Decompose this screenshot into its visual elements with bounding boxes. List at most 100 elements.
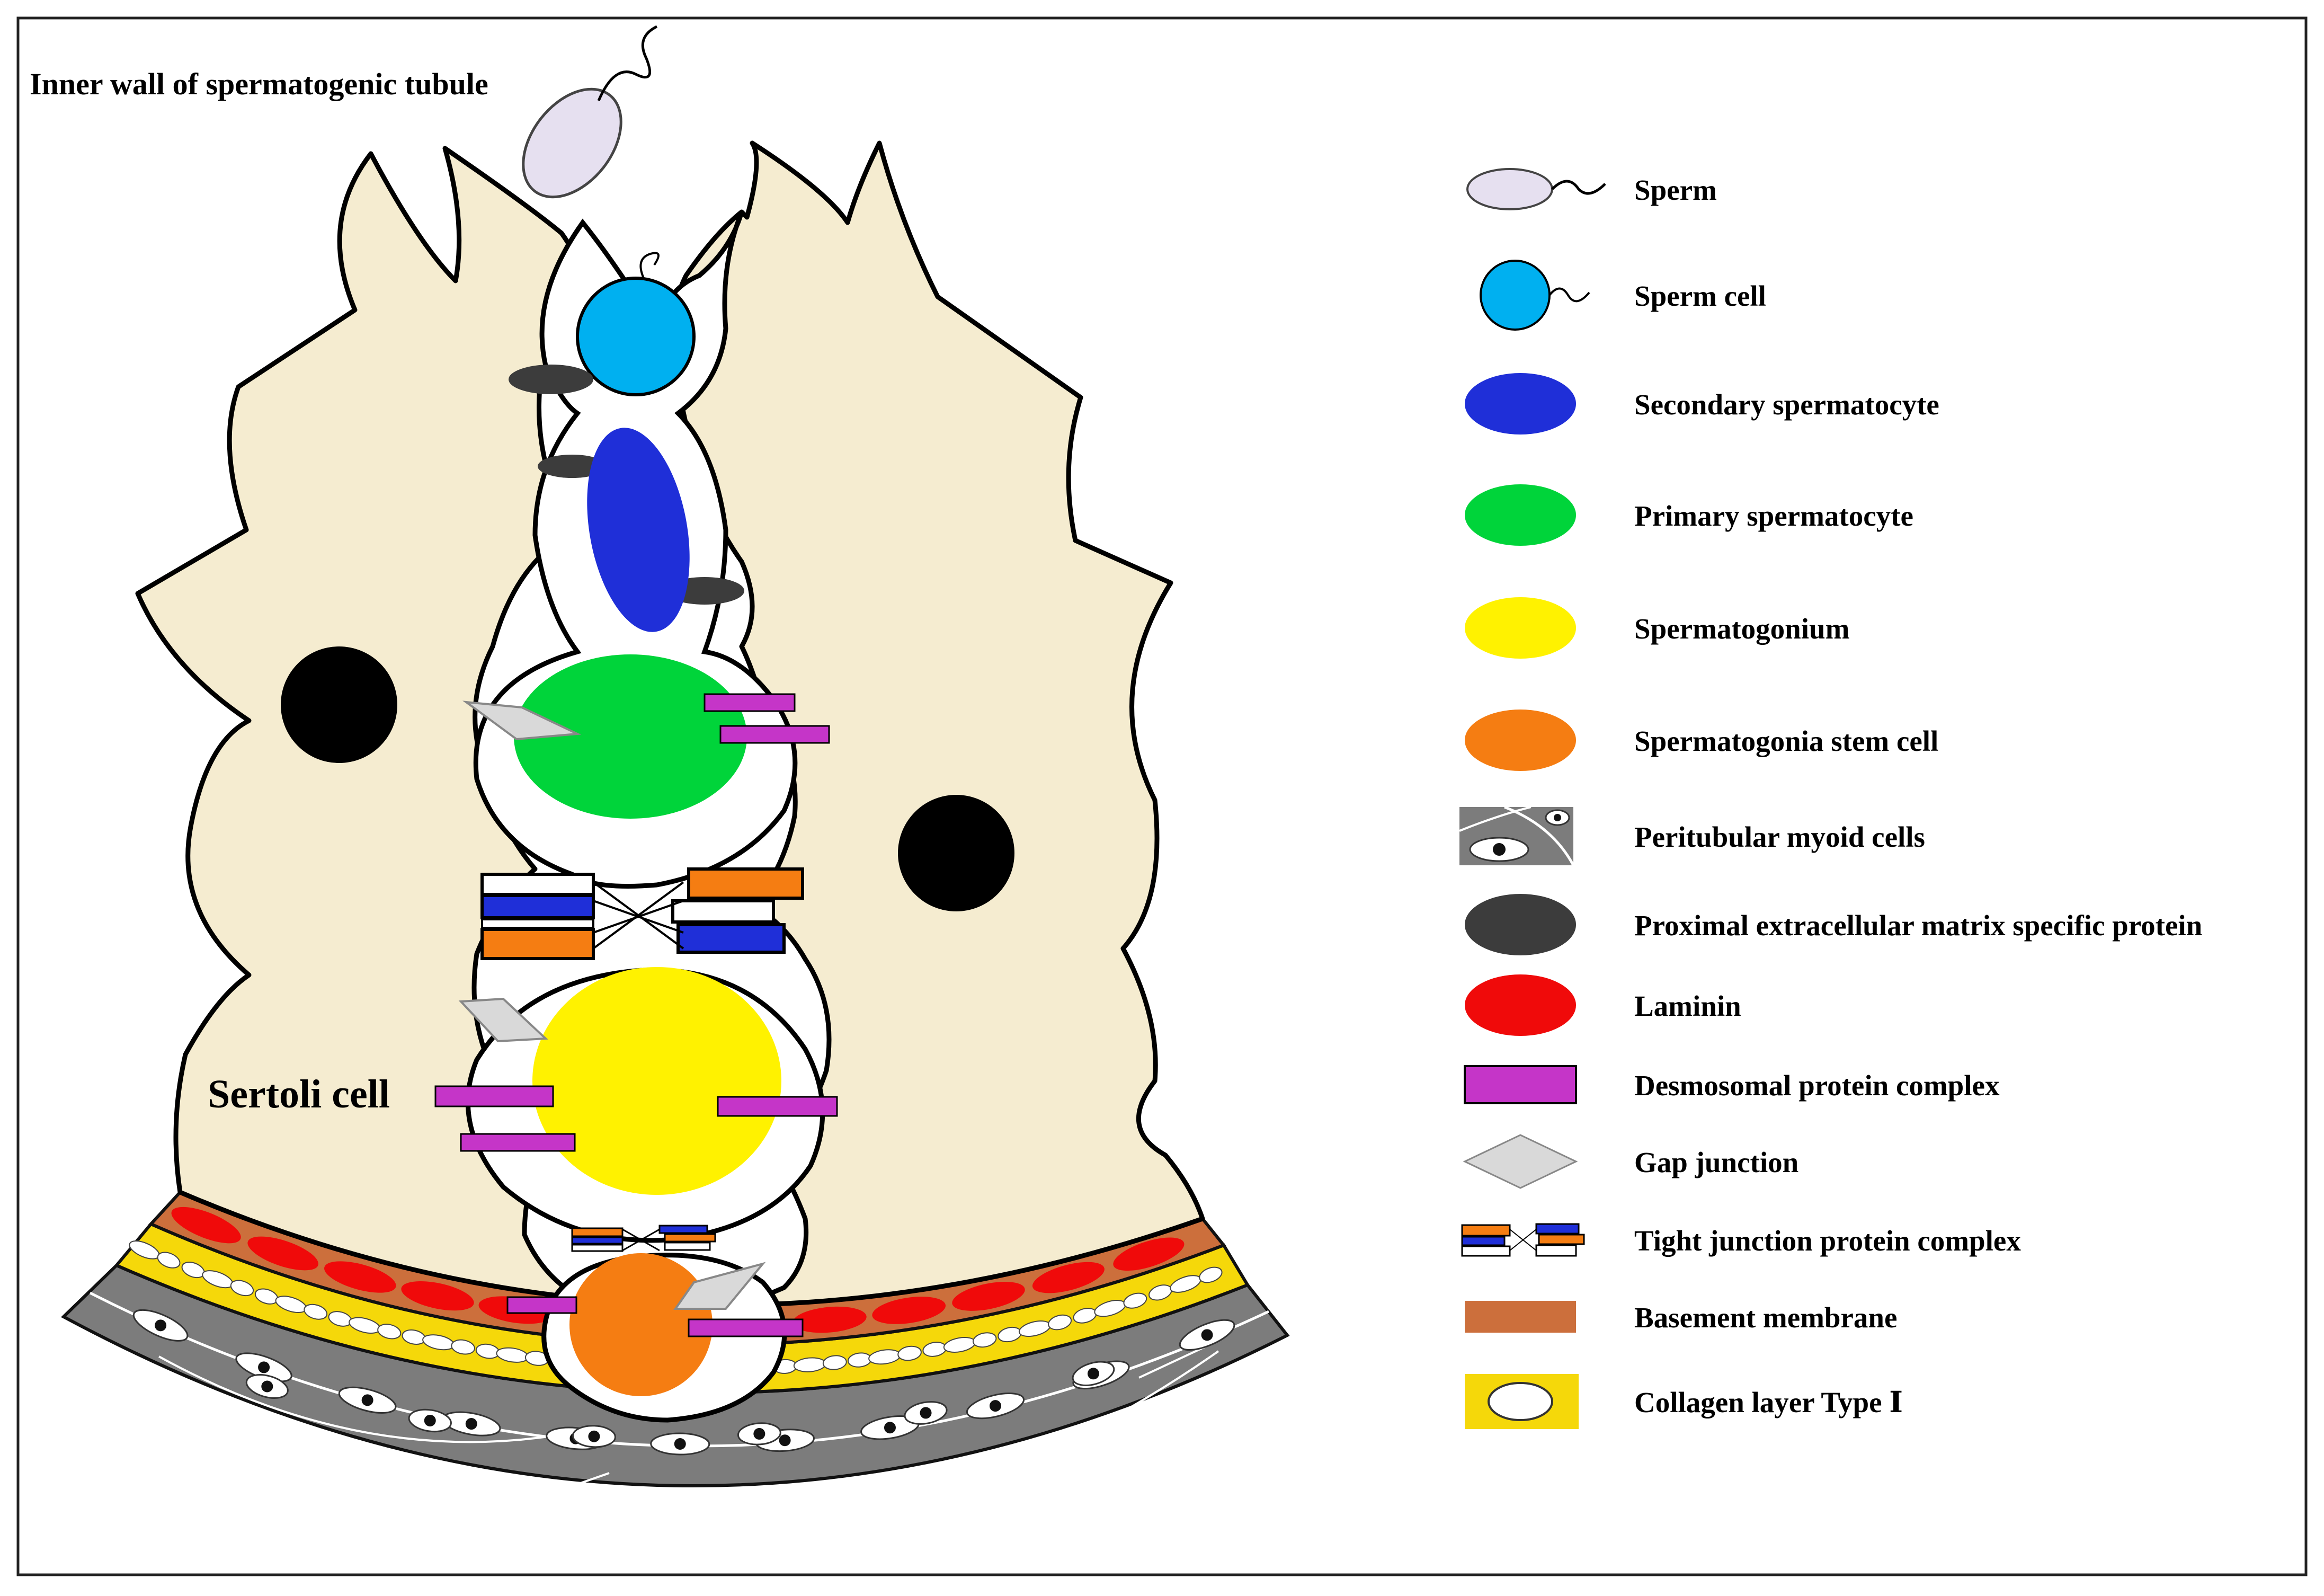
spermatogonia-stem-cell	[569, 1253, 713, 1396]
myoid-nucleus	[779, 1434, 791, 1447]
legend-icon-sperm_cell	[1480, 260, 1590, 331]
sperm	[522, 25, 658, 199]
legend-label-sperm_cell: Sperm cell	[1634, 280, 1766, 312]
myoid-nucleus	[155, 1319, 167, 1332]
legend-item-laminin: Laminin	[1465, 974, 1741, 1036]
myoid-nucleus	[258, 1361, 270, 1373]
legend-item-desmosome: Desmosomal protein complex	[1464, 1065, 2000, 1104]
collagen-fiber	[377, 1324, 402, 1340]
myoid-nucleus	[361, 1394, 373, 1406]
gap-junction	[673, 1262, 766, 1310]
legend-label-primary: Primary spermatocyte	[1634, 500, 1913, 532]
legend-item-secondary: Secondary spermatocyte	[1465, 373, 1939, 435]
laminin	[171, 1207, 241, 1244]
myoid-nucleus	[261, 1380, 273, 1393]
legend-item-myoid: Peritubular myoid cells	[1459, 805, 1925, 866]
legend-icon-gap	[1463, 1134, 1578, 1189]
sertoli-cell-body	[135, 140, 1205, 1316]
legend-icon-ecm	[1465, 894, 1576, 955]
diagram-title: Inner wall of spermatogenic tubule	[30, 67, 488, 101]
desmosome	[434, 1085, 554, 1107]
primary-spermatocyte	[514, 654, 747, 819]
laminin	[401, 1281, 474, 1311]
spermatogonium	[532, 967, 781, 1195]
collagen-fiber	[451, 1339, 475, 1355]
laminin	[793, 1306, 867, 1333]
collagen-fiber	[230, 1280, 254, 1297]
ecm-protein	[509, 365, 593, 394]
legend-icon-basement	[1465, 1301, 1576, 1333]
legend-item-primary: Primary spermatocyte	[1465, 484, 1913, 546]
peritubular-myoid-cells	[132, 1309, 1235, 1456]
legend-label-tight: Tight junction protein complex	[1634, 1225, 2021, 1257]
legend-label-myoid: Peritubular myoid cells	[1634, 821, 1925, 853]
collagen-fiber	[972, 1332, 997, 1348]
legend-label-basement: Basement membrane	[1634, 1301, 1897, 1334]
tight-junction-complex-small	[571, 1225, 716, 1252]
desmosome	[460, 1133, 576, 1152]
legend-icon-stem	[1465, 710, 1576, 771]
legend-item-spermatogonium: Spermatogonium	[1465, 597, 1849, 659]
collagen-fiber	[157, 1252, 181, 1269]
myoid-nucleus	[1087, 1368, 1099, 1380]
desmosome	[717, 1096, 838, 1117]
legend-icon-desmosome	[1464, 1065, 1577, 1104]
myoid-nucleus	[753, 1427, 765, 1440]
secondary-spermatocyte	[587, 428, 690, 632]
desmosome	[688, 1318, 804, 1337]
legend-item-ecm: Proximal extracellular matrix specific p…	[1465, 894, 2202, 955]
legend-icon-tight	[1461, 1223, 1585, 1257]
legend-icon-sperm	[1466, 168, 1606, 210]
legend-icon-myoid	[1459, 805, 1575, 866]
myoid-nucleus	[884, 1422, 896, 1434]
legend-item-basement: Basement membrane	[1465, 1301, 1897, 1334]
legend-label-stem: Spermatogonia stem cell	[1634, 725, 1938, 757]
legend-label-gap: Gap junction	[1634, 1146, 1798, 1178]
legend-item-collagen: Collagen layer Type Ⅰ	[1465, 1374, 1903, 1429]
myoid-nucleus	[424, 1414, 436, 1426]
tight-junction-complex	[480, 867, 804, 960]
legend-icon-collagen	[1465, 1374, 1579, 1429]
legend-label-sperm: Sperm	[1634, 174, 1717, 206]
ecm-protein	[538, 455, 607, 478]
myoid-nucleus	[920, 1407, 932, 1419]
laminin	[872, 1297, 946, 1324]
legend-icon-spermatogonium	[1465, 597, 1576, 659]
legend-label-laminin: Laminin	[1634, 990, 1741, 1022]
myoid-nucleus	[465, 1418, 477, 1430]
legend-item-sperm: Sperm	[1466, 168, 1717, 210]
laminin	[247, 1236, 318, 1271]
sertoli-nucleus-left	[281, 646, 397, 763]
myoid-nucleus	[1201, 1329, 1213, 1341]
collagen-fiber	[897, 1345, 922, 1361]
laminin	[324, 1261, 396, 1293]
desmosome	[719, 725, 830, 744]
legend-label-ecm: Proximal extracellular matrix specific p…	[1634, 909, 2202, 942]
collagen-fiber	[822, 1355, 847, 1370]
legend-item-sperm_cell: Sperm cell	[1480, 260, 1766, 331]
sertoli-cell-label: Sertoli cell	[208, 1072, 390, 1116]
legend-label-collagen: Collagen layer Type Ⅰ	[1634, 1386, 1903, 1418]
legend-label-secondary: Secondary spermatocyte	[1634, 388, 1939, 421]
legend-icon-secondary	[1465, 373, 1576, 435]
legend-item-tight: Tight junction protein complex	[1461, 1223, 2021, 1257]
desmosome	[704, 693, 796, 712]
legend-icon-primary	[1465, 484, 1576, 546]
legend-item-gap: Gap junction	[1463, 1134, 1798, 1189]
laminin	[1032, 1262, 1105, 1293]
desmosome	[506, 1296, 577, 1314]
legend-item-stem: Spermatogonia stem cell	[1465, 710, 1938, 771]
collagen-fiber	[1199, 1266, 1223, 1283]
legend-label-spermatogonium: Spermatogonium	[1634, 613, 1849, 645]
collagen-fiber	[1048, 1314, 1072, 1331]
myoid-nucleus	[674, 1438, 686, 1450]
laminin	[952, 1282, 1025, 1311]
gap-junction	[458, 997, 548, 1043]
myoid-nucleus	[989, 1400, 1001, 1412]
sertoli-nucleus-right	[898, 795, 1014, 911]
myoid-nucleus	[588, 1430, 600, 1442]
legend-icon-laminin	[1465, 974, 1576, 1036]
